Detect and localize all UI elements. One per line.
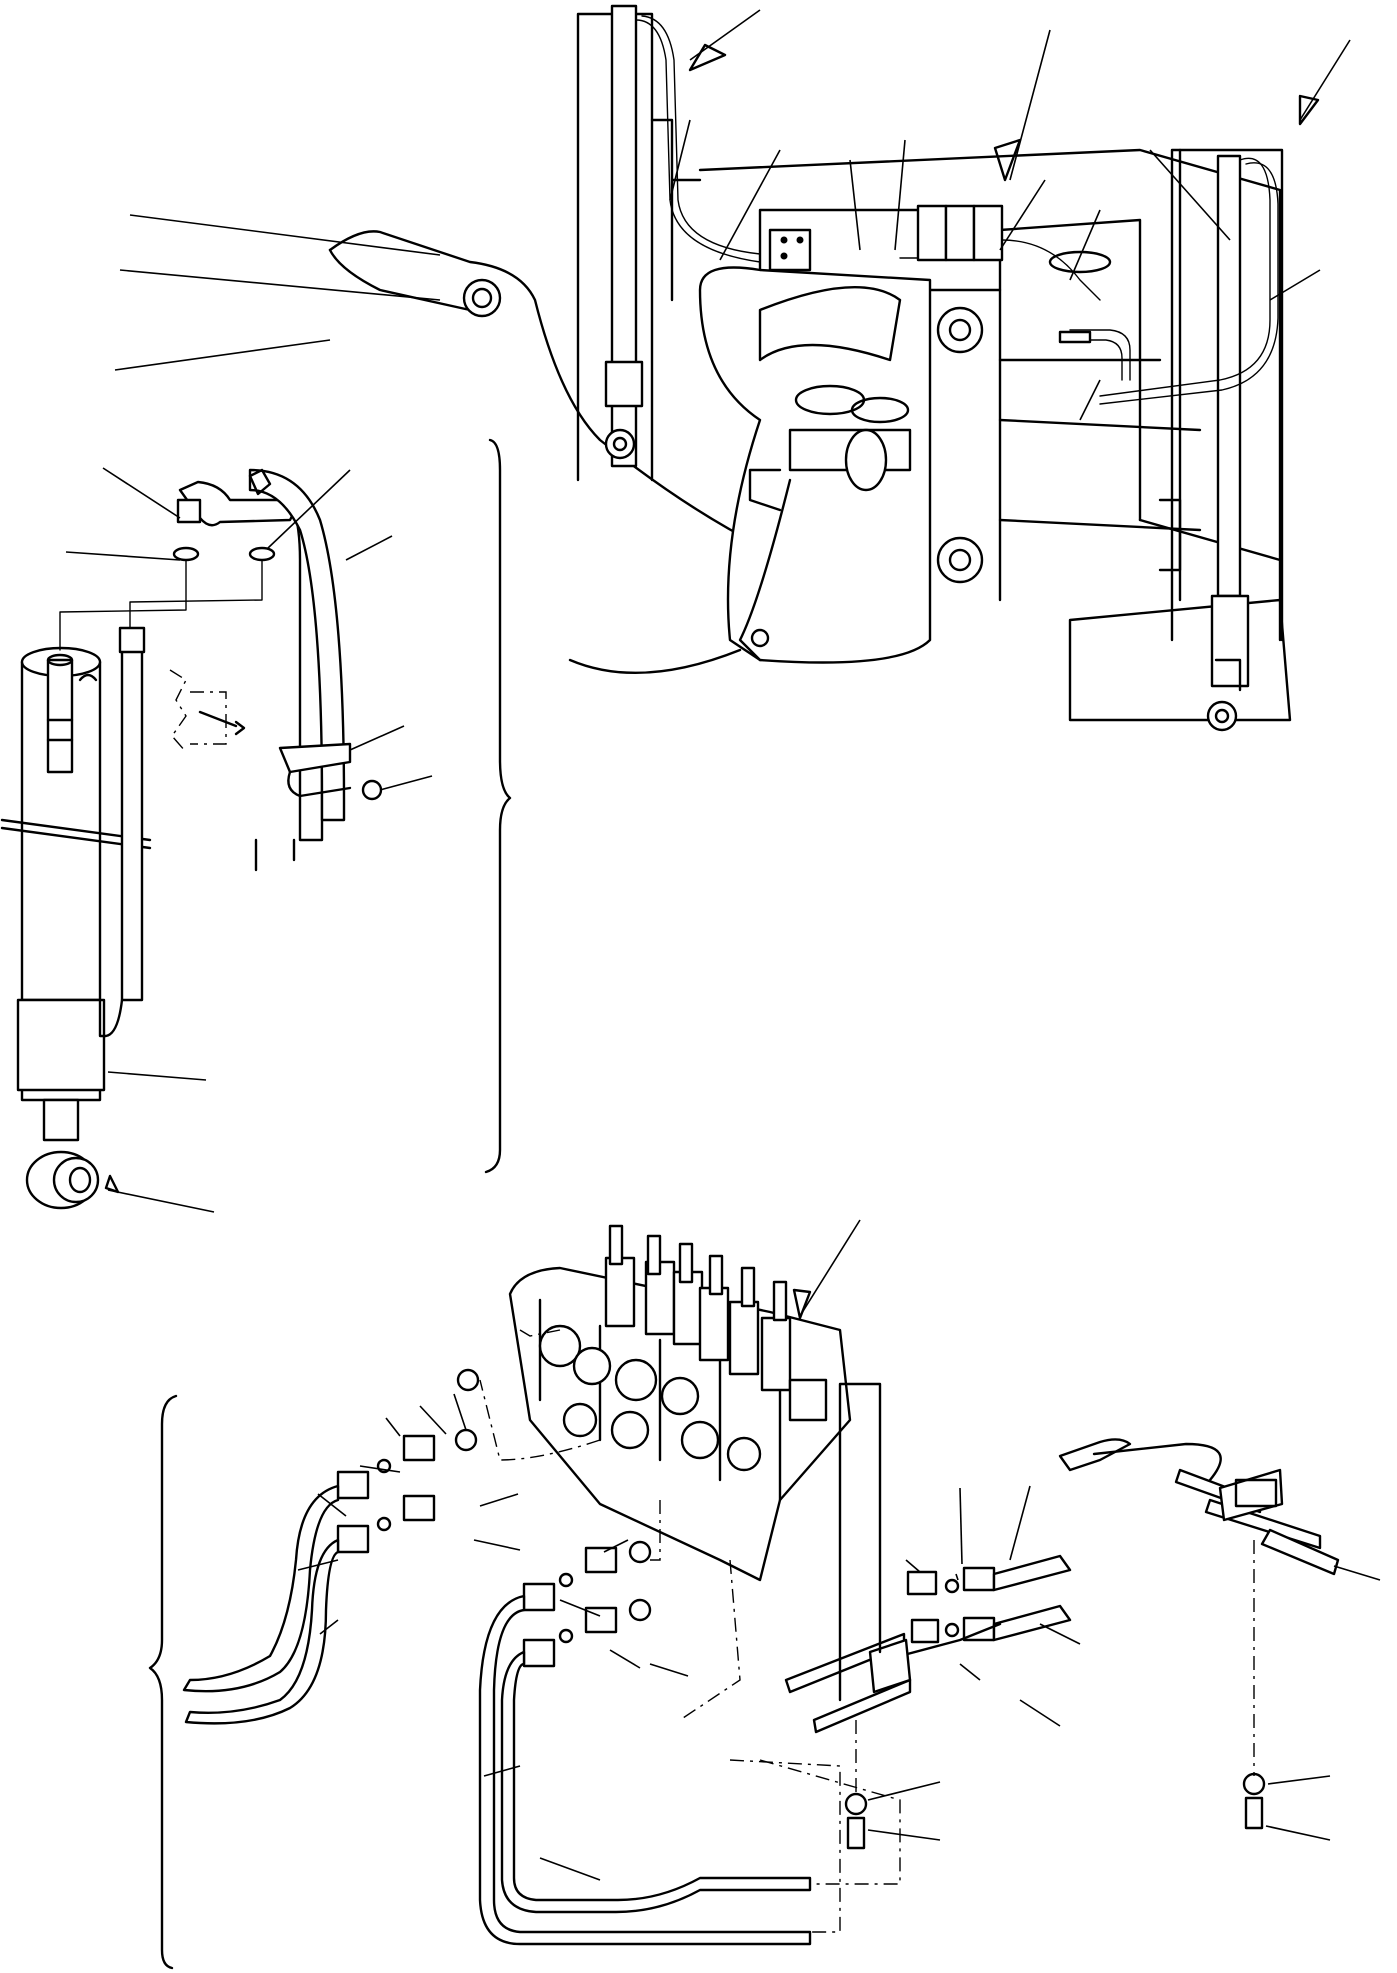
hose-fittings-middle xyxy=(522,1540,652,1668)
elbow-fitting xyxy=(172,480,295,562)
top-valve-block xyxy=(916,204,1101,301)
control-valve-assembly xyxy=(148,1219,1381,1970)
cylinder-exploded-view xyxy=(0,438,512,1213)
cylinder-leader-lines xyxy=(59,467,433,1213)
hose-fittings-left xyxy=(336,1368,480,1554)
hose-fittings-right xyxy=(906,1554,1072,1644)
bolt-and-plate xyxy=(169,669,246,753)
bottom-bracket xyxy=(148,1394,178,1970)
left-post xyxy=(576,4,901,482)
swing-bracket xyxy=(698,208,1002,664)
clamp-blocks xyxy=(844,1468,1284,1850)
control-valve-block xyxy=(508,1224,852,1582)
frame-leader-lines xyxy=(114,9,1351,421)
right-post xyxy=(1099,148,1284,732)
left-bracket xyxy=(484,438,512,1174)
valve-leader-lines xyxy=(297,1219,1381,1881)
rear-frame xyxy=(698,148,1292,722)
frame-assembly xyxy=(114,4,1351,732)
mount-post xyxy=(838,1382,882,1702)
top-hose-routing xyxy=(899,257,1131,381)
cylinder-tube xyxy=(98,626,146,1038)
hose-pair-left xyxy=(182,1484,340,1725)
hose-reference-lines xyxy=(479,1329,1255,1933)
hose-pair-middle xyxy=(478,1594,812,1946)
tube-pair xyxy=(248,468,383,872)
boom-arm xyxy=(328,230,792,675)
